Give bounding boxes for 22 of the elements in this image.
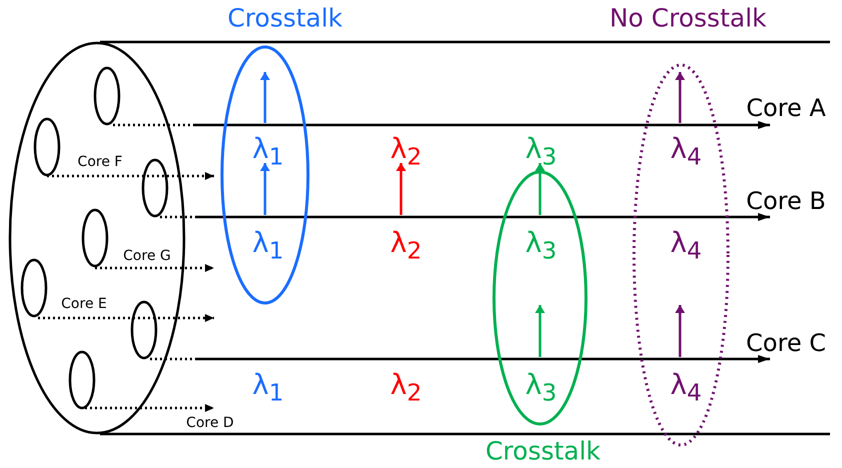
wavelength-label: λ$_{2}$ bbox=[390, 371, 422, 405]
core-label: Core A bbox=[746, 96, 826, 120]
core-label: Core E bbox=[61, 297, 107, 311]
wavelength-label: λ$_{1}$ bbox=[252, 371, 284, 405]
wavelength-label: λ$_{4}$ bbox=[670, 135, 702, 169]
heading-label: Crosstalk bbox=[227, 6, 343, 30]
wavelength-label: λ$_{4}$ bbox=[670, 371, 702, 405]
wavelength-label: λ$_{3}$ bbox=[525, 371, 557, 405]
wavelength-label: λ$_{1}$ bbox=[252, 135, 284, 169]
wavelength-label: λ$_{2}$ bbox=[390, 229, 422, 263]
heading-label: No Crosstalk bbox=[609, 6, 767, 30]
wavelength-label: λ$_{4}$ bbox=[670, 229, 702, 263]
core-label: Core C bbox=[746, 331, 826, 355]
wavelength-label: λ$_{3}$ bbox=[525, 135, 557, 169]
heading-label: Crosstalk bbox=[485, 438, 601, 464]
core-label: Core B bbox=[746, 189, 826, 213]
core-label: Core F bbox=[78, 155, 122, 169]
core-label: Core G bbox=[123, 249, 171, 263]
wavelength-label: λ$_{1}$ bbox=[252, 229, 284, 263]
wavelength-label: λ$_{2}$ bbox=[390, 135, 422, 169]
core-label: Core D bbox=[186, 416, 234, 430]
wavelength-label: λ$_{3}$ bbox=[525, 229, 557, 263]
